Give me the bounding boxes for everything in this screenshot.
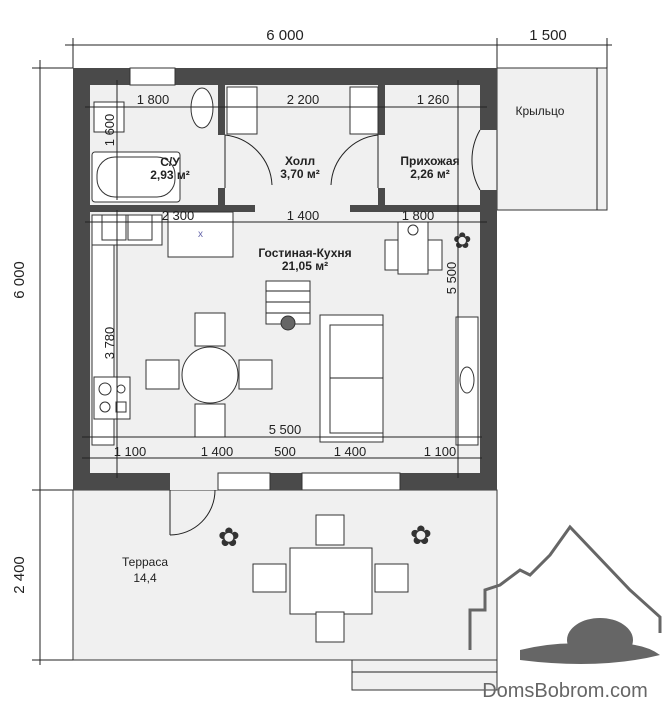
room-entry-area: 2,26 м² <box>410 167 450 181</box>
logo-text: DomsBobrom.com <box>482 680 648 702</box>
room-porch-name: Крыльцо <box>516 104 565 118</box>
walls <box>73 68 497 490</box>
dim-bottom-1: 1 100 <box>114 444 147 459</box>
room-entry-name: Прихожая <box>400 154 459 168</box>
dim-su-depth: 1 600 <box>102 114 117 147</box>
furniture: x ✿ ✿ ✿ <box>91 86 479 643</box>
room-living-area: 21,05 м² <box>282 259 328 273</box>
svg-text:✿: ✿ <box>410 520 432 550</box>
svg-text:✿: ✿ <box>453 228 471 253</box>
door-entry <box>330 134 379 188</box>
dimension-lines <box>32 38 612 665</box>
terrace-steps <box>351 659 498 691</box>
room-hall-area: 3,70 м² <box>280 167 320 181</box>
dim-living-width: 5 500 <box>269 422 302 437</box>
porch-floor <box>496 67 608 211</box>
dim-width-main: 6 000 <box>266 27 304 44</box>
svg-text:✿: ✿ <box>218 522 240 552</box>
room-terrace-area: 14,4 <box>133 571 157 585</box>
door-terrace <box>169 489 216 536</box>
dim-hall-width: 2 200 <box>287 92 320 107</box>
room-su-area: 2,93 м² <box>150 168 190 182</box>
dim-su-width: 1 800 <box>137 92 170 107</box>
room-su-name: С/У <box>160 155 180 169</box>
room-living-name: Гостиная-Кухня <box>258 246 351 260</box>
dim-kitchen-top-3: 1 800 <box>402 208 435 223</box>
dim-bottom-2: 1 400 <box>201 444 234 459</box>
house-floor <box>73 68 497 490</box>
dim-kitchen-depth: 3 780 <box>102 327 117 360</box>
dim-bottom-5: 1 100 <box>424 444 457 459</box>
dim-bottom-3: 500 <box>274 444 296 459</box>
dim-kitchen-top-2: 1 400 <box>287 208 320 223</box>
dim-entry-width: 1 260 <box>417 92 450 107</box>
dim-width-porch: 1 500 <box>529 27 567 44</box>
room-terrace-name: Терраса <box>122 555 168 569</box>
logo: DomsBobrom.com <box>468 524 662 702</box>
dim-height-main: 6 000 <box>11 261 28 299</box>
svg-text:x: x <box>198 229 203 240</box>
dim-kitchen-top-1: 2 300 <box>162 208 195 223</box>
dim-living-depth: 5 500 <box>444 262 459 295</box>
door-su <box>224 134 273 188</box>
house-outline-icon <box>468 524 662 650</box>
room-hall-name: Холл <box>285 154 315 168</box>
door-front <box>471 129 498 191</box>
dim-bottom-4: 1 400 <box>334 444 367 459</box>
dim-height-terrace: 2 400 <box>11 556 28 594</box>
